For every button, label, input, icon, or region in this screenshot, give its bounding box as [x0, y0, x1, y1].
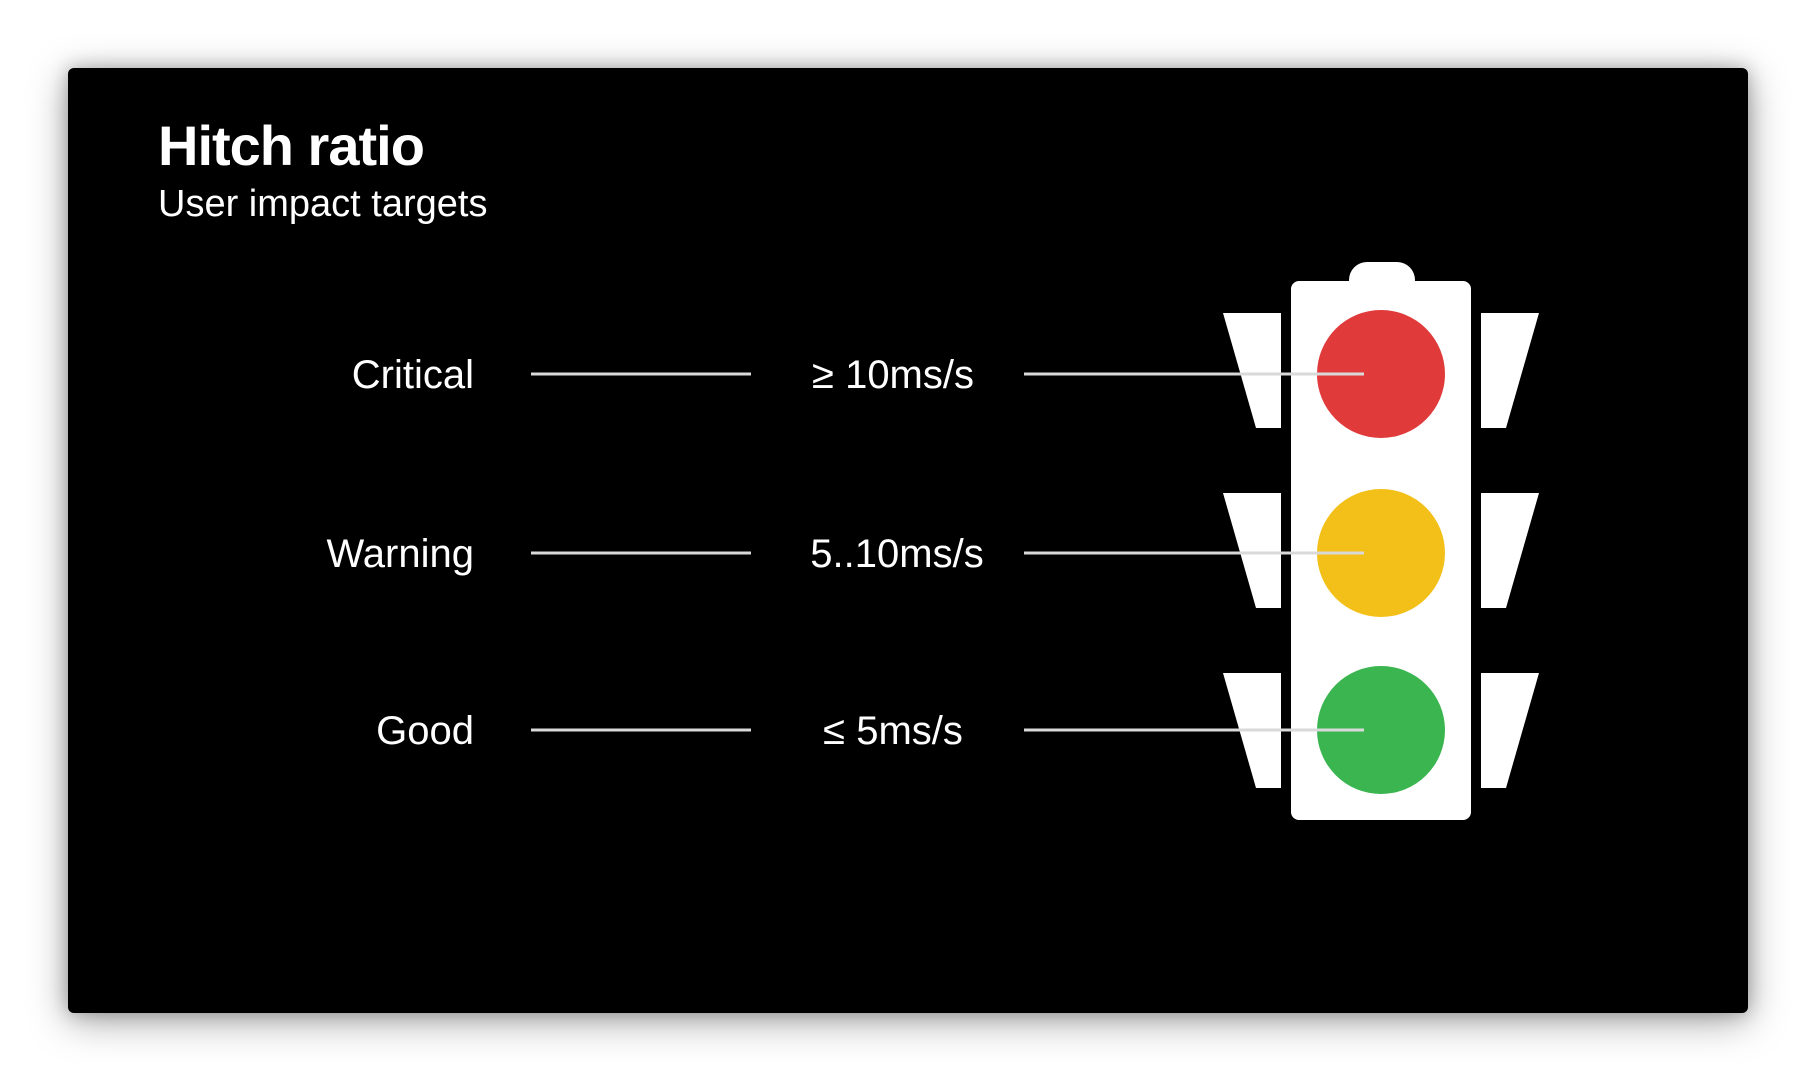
visor-right-good: [1481, 673, 1539, 788]
lamp-critical: [1317, 310, 1445, 438]
slide: Hitch ratio User impact targets Critical…: [68, 68, 1748, 1013]
level-label-good: Good: [376, 709, 474, 753]
level-label-critical: Critical: [352, 353, 474, 397]
lamp-good: [1317, 666, 1445, 794]
level-value-warning: 5..10ms/s: [810, 532, 983, 576]
level-label-warning: Warning: [327, 532, 474, 576]
visor-left-critical: [1223, 313, 1281, 428]
level-value-good: ≤ 5ms/s: [823, 709, 963, 753]
visor-right-warning: [1481, 493, 1539, 608]
lamp-warning: [1317, 489, 1445, 617]
slide-title: Hitch ratio: [158, 114, 425, 177]
traffic-light-diagram: Critical ≥ 10ms/s Warning 5..10ms/s Good…: [327, 262, 1539, 820]
visor-right-critical: [1481, 313, 1539, 428]
slide-subtitle: User impact targets: [158, 183, 488, 225]
level-value-critical: ≥ 10ms/s: [812, 353, 974, 397]
visor-left-warning: [1223, 493, 1281, 608]
